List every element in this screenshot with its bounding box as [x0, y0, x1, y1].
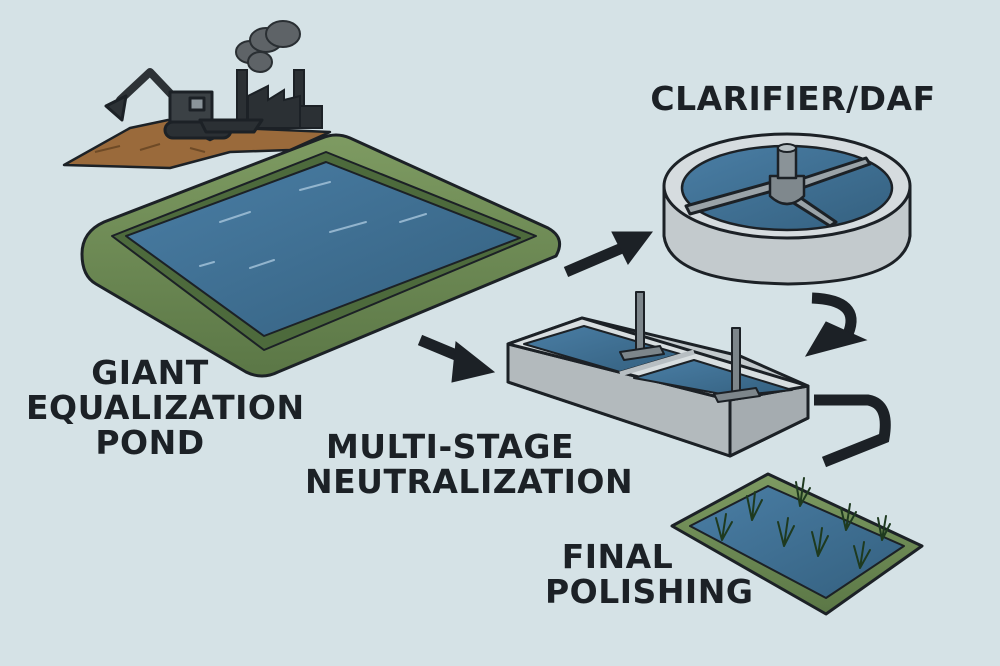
equalization-label-line-1: GIANT: [91, 353, 209, 392]
reeds: [715, 477, 891, 569]
final-polishing-label: FINAL POLISHING: [545, 537, 754, 611]
equalization-pond-illustration: [80, 133, 562, 378]
mixer-agitator-2: [713, 327, 761, 403]
neutralization-label: MULTI-STAGE NEUTRALIZATION: [305, 427, 634, 501]
clarifier-tank-illustration: [662, 132, 912, 286]
clarifier-label: CLARIFIER/DAF: [648, 79, 938, 118]
arrow-pond-to-clarifier: [563, 231, 653, 278]
soil-pile: [62, 118, 332, 170]
excavation-site-illustration: [62, 20, 332, 170]
neutralization-label-line-2: NEUTRALIZATION: [305, 461, 634, 501]
arrow-pond-to-neutralization: [417, 334, 496, 383]
arrow-neutralization-to-wetland: [814, 394, 891, 468]
flow-arrows: [417, 231, 891, 468]
final-label-line-1: FINAL: [561, 537, 674, 576]
neutralization-tank-illustration: [506, 291, 810, 458]
equalization-pond-label: GIANT EQUALIZATION POND: [26, 353, 305, 462]
arrow-clarifier-to-neutralization: [804, 292, 868, 357]
equalization-label-line-3: POND: [95, 422, 205, 462]
clarifier-label-text: CLARIFIER/DAF: [650, 79, 936, 118]
mixer-agitator-1: [619, 291, 665, 361]
excavator-icon: [104, 68, 264, 140]
final-label-line-2: POLISHING: [545, 571, 754, 611]
neutralization-label-line-1: MULTI-STAGE: [325, 427, 575, 466]
smoke-plume: [235, 20, 301, 73]
equalization-label-line-2: EQUALIZATION: [26, 387, 305, 427]
final-polishing-wetland-illustration: [670, 472, 924, 616]
